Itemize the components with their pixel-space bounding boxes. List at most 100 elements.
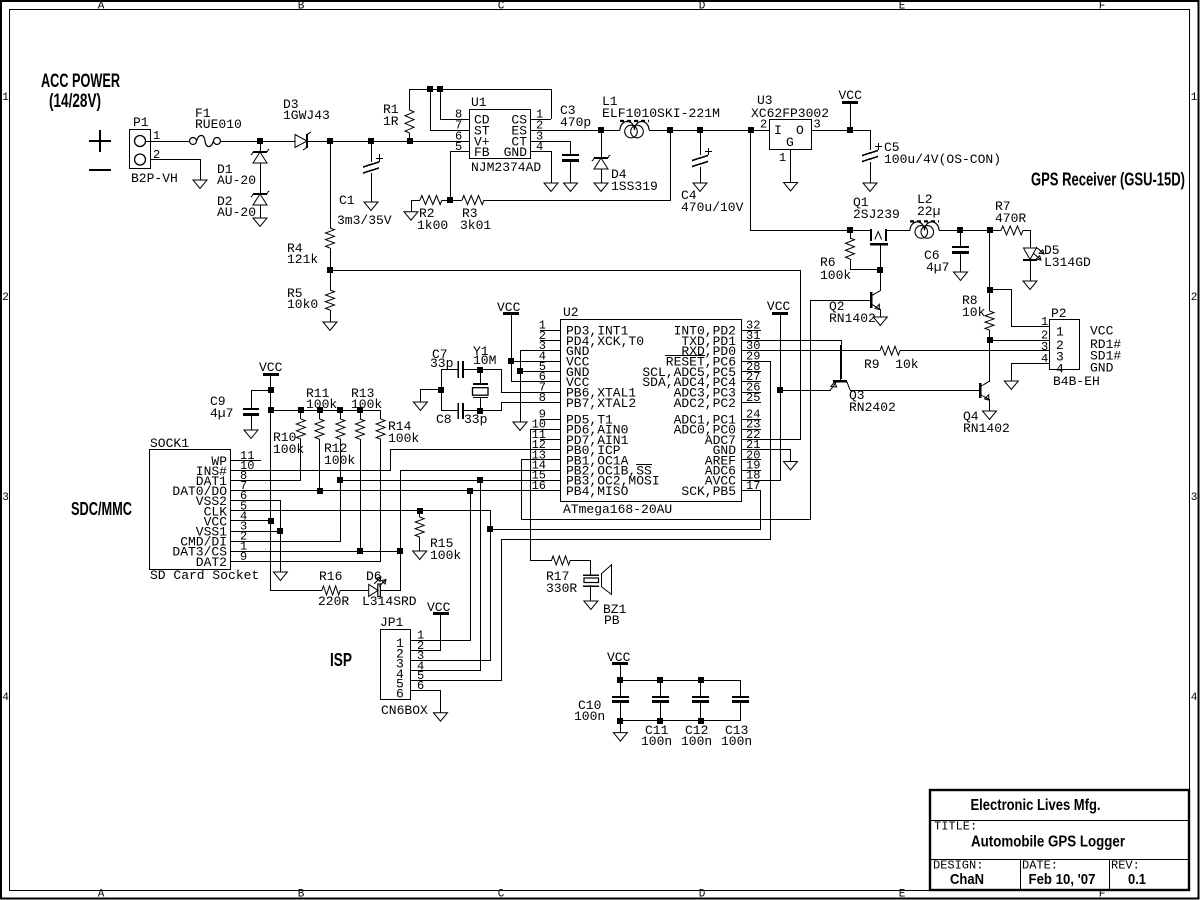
svg-text:30: 30 <box>746 339 760 353</box>
svg-text:Q1: Q1 <box>853 195 869 210</box>
svg-text:SOCK1: SOCK1 <box>150 436 189 451</box>
svg-text:TITLE:: TITLE: <box>934 820 977 834</box>
svg-text:3m3/35V: 3m3/35V <box>337 213 392 228</box>
svg-text:CN6BOX: CN6BOX <box>381 703 428 718</box>
svg-text:C11: C11 <box>645 723 669 738</box>
svg-text:26: 26 <box>746 381 760 395</box>
svg-text:RXD,PD0: RXD,PD0 <box>681 344 736 359</box>
svg-text:B2P-VH: B2P-VH <box>131 171 178 186</box>
svg-text:C12: C12 <box>685 723 708 738</box>
svg-text:VCC: VCC <box>204 514 228 529</box>
svg-text:2: 2 <box>2 292 9 304</box>
svg-text:21: 21 <box>746 438 760 452</box>
svg-text:R13: R13 <box>351 386 374 401</box>
svg-text:1: 1 <box>2 92 9 104</box>
svg-text:PB2,OC1B,SS: PB2,OC1B,SS <box>566 464 652 479</box>
svg-text:4: 4 <box>2 692 9 704</box>
svg-text:4: 4 <box>539 350 546 364</box>
svg-text:5: 5 <box>539 360 546 374</box>
svg-text:Feb 10, '07: Feb 10, '07 <box>1029 871 1096 888</box>
svg-text:RUE010: RUE010 <box>195 117 242 132</box>
svg-text:SD1#: SD1# <box>1090 348 1121 363</box>
svg-text:ADC3,PC3: ADC3,PC3 <box>674 386 736 401</box>
svg-text:I: I <box>774 123 782 138</box>
svg-text:TXD,PD1: TXD,PD1 <box>681 334 736 349</box>
svg-text:R14: R14 <box>388 419 412 434</box>
svg-text:3: 3 <box>2 492 9 504</box>
svg-text:P1: P1 <box>133 115 149 130</box>
svg-text:28: 28 <box>746 360 760 374</box>
svg-text:VCC: VCC <box>427 600 451 615</box>
svg-text:FB: FB <box>474 145 490 160</box>
svg-text:SD Card Socket: SD Card Socket <box>150 568 259 583</box>
svg-text:C: C <box>498 889 505 900</box>
svg-text:3: 3 <box>1041 340 1048 354</box>
svg-text:C5: C5 <box>884 140 900 155</box>
svg-text:PB3,OC2,MOSI: PB3,OC2,MOSI <box>566 474 660 489</box>
svg-text:WP: WP <box>211 454 227 469</box>
svg-text:C9: C9 <box>210 394 226 409</box>
svg-text:4: 4 <box>536 140 543 154</box>
svg-text:2: 2 <box>396 646 404 661</box>
svg-text:DAT1: DAT1 <box>196 474 227 489</box>
svg-text:9: 9 <box>539 408 546 422</box>
svg-text:2: 2 <box>153 148 160 162</box>
svg-text:V+: V+ <box>474 135 490 150</box>
svg-text:2: 2 <box>417 639 424 653</box>
svg-text:100k: 100k <box>388 431 419 446</box>
svg-text:4µ7: 4µ7 <box>210 406 233 421</box>
svg-text:AU-20: AU-20 <box>217 173 256 188</box>
svg-text:100k: 100k <box>324 453 355 468</box>
svg-text:BZ1: BZ1 <box>603 602 627 617</box>
svg-text:AU-20: AU-20 <box>217 205 256 220</box>
svg-text:ELF1010SKI-221M: ELF1010SKI-221M <box>602 106 720 121</box>
svg-text:1: 1 <box>536 108 543 122</box>
svg-text:ADC0,PC0: ADC0,PC0 <box>674 423 736 438</box>
svg-text:ATmega168-20AU: ATmega168-20AU <box>563 502 672 517</box>
svg-text:Y1: Y1 <box>473 344 489 359</box>
svg-text:22: 22 <box>746 428 760 442</box>
svg-text:470u/10V: 470u/10V <box>681 200 744 215</box>
svg-text:2: 2 <box>240 530 247 544</box>
svg-text:L1: L1 <box>602 94 618 109</box>
svg-text:1: 1 <box>396 636 404 651</box>
svg-text:33p: 33p <box>430 356 453 371</box>
svg-text:VCC: VCC <box>607 650 631 665</box>
svg-text:100k: 100k <box>820 268 851 283</box>
svg-text:7: 7 <box>455 119 462 133</box>
svg-text:E: E <box>899 1 906 13</box>
svg-text:8: 8 <box>539 391 546 405</box>
svg-text:100u/4V(OS-CON): 100u/4V(OS-CON) <box>884 152 1001 167</box>
svg-text:AVCC: AVCC <box>705 474 736 489</box>
svg-text:5: 5 <box>417 669 424 683</box>
svg-text:3: 3 <box>240 520 247 534</box>
svg-text:VCC: VCC <box>259 360 283 375</box>
svg-text:VCC: VCC <box>497 300 521 315</box>
svg-text:4µ7: 4µ7 <box>926 260 949 275</box>
svg-text:10k0: 10k0 <box>287 297 318 312</box>
svg-text:4: 4 <box>1041 352 1048 366</box>
svg-text:B: B <box>298 889 305 900</box>
svg-text:JP1: JP1 <box>380 615 404 630</box>
svg-text:Q2: Q2 <box>829 299 845 314</box>
svg-text:4: 4 <box>396 667 404 682</box>
svg-text:GND: GND <box>713 443 737 458</box>
svg-text:A: A <box>98 889 105 900</box>
svg-text:3k01: 3k01 <box>460 218 491 233</box>
svg-text:29: 29 <box>746 350 760 364</box>
svg-text:220R: 220R <box>318 594 349 609</box>
svg-text:100k: 100k <box>430 548 461 563</box>
svg-text:R5: R5 <box>287 286 303 301</box>
svg-text:7: 7 <box>539 381 546 395</box>
svg-text:1: 1 <box>240 540 247 554</box>
svg-text:4: 4 <box>1191 692 1198 704</box>
svg-text:D: D <box>699 889 706 900</box>
svg-text:R4: R4 <box>287 241 303 256</box>
svg-text:1: 1 <box>1056 324 1064 339</box>
svg-text:R1: R1 <box>383 102 399 117</box>
svg-text:RN2402: RN2402 <box>849 400 896 415</box>
svg-text:R11: R11 <box>306 386 330 401</box>
svg-text:19: 19 <box>746 459 760 473</box>
svg-text:VSS1: VSS1 <box>196 525 227 540</box>
svg-text:D2: D2 <box>217 194 233 209</box>
